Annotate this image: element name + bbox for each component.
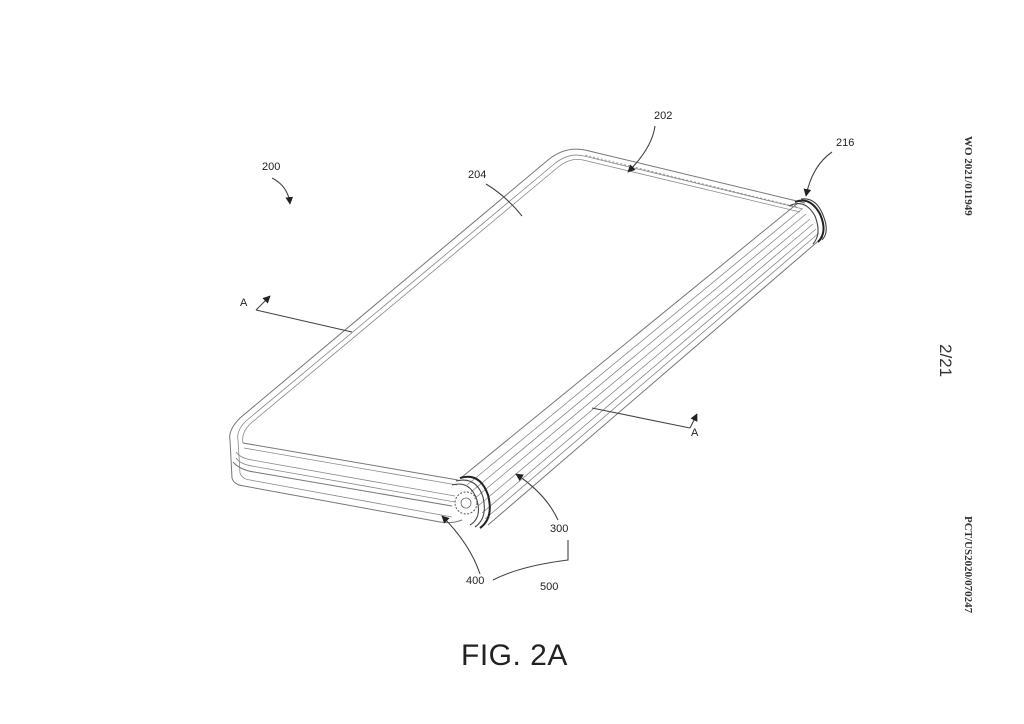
leader-300 [515,473,559,521]
leader-204 [485,183,523,217]
label-216: 216 [836,137,854,149]
gear-detail [454,491,478,515]
label-section-a-left: A [240,297,248,309]
figure-caption: FIG. 2A [461,639,568,672]
label-section-a-right: A [691,427,699,439]
leader-500 [492,540,569,581]
leader-202 [627,125,656,173]
header-publication-number: WO 2021/011949 [962,136,974,216]
sheet-page-number: 2/21 [936,344,955,377]
end-cap-216 [794,199,825,243]
footer-application-number: PCT/US2020/070247 [962,516,974,614]
foldable-device-drawing [229,148,827,529]
housing-top-outline [229,148,806,441]
section-arrow-left [255,295,271,311]
section-arrow-right [689,413,698,429]
label-202: 202 [654,110,672,122]
label-400: 400 [466,575,484,587]
reference-annotations: 200 204 202 216 A A 300 400 500 [240,110,854,593]
section-line-left [255,309,353,333]
section-line-right [591,407,691,429]
label-300: 300 [550,523,568,535]
housing-left-edge [229,439,463,524]
hinge-barrel [451,198,827,529]
hinge-end-cap [459,475,491,529]
leader-216 [803,151,833,197]
label-200: 200 [262,161,280,173]
label-204: 204 [468,169,486,181]
leader-200 [271,177,294,205]
leader-400 [441,515,481,575]
label-500: 500 [540,581,558,593]
